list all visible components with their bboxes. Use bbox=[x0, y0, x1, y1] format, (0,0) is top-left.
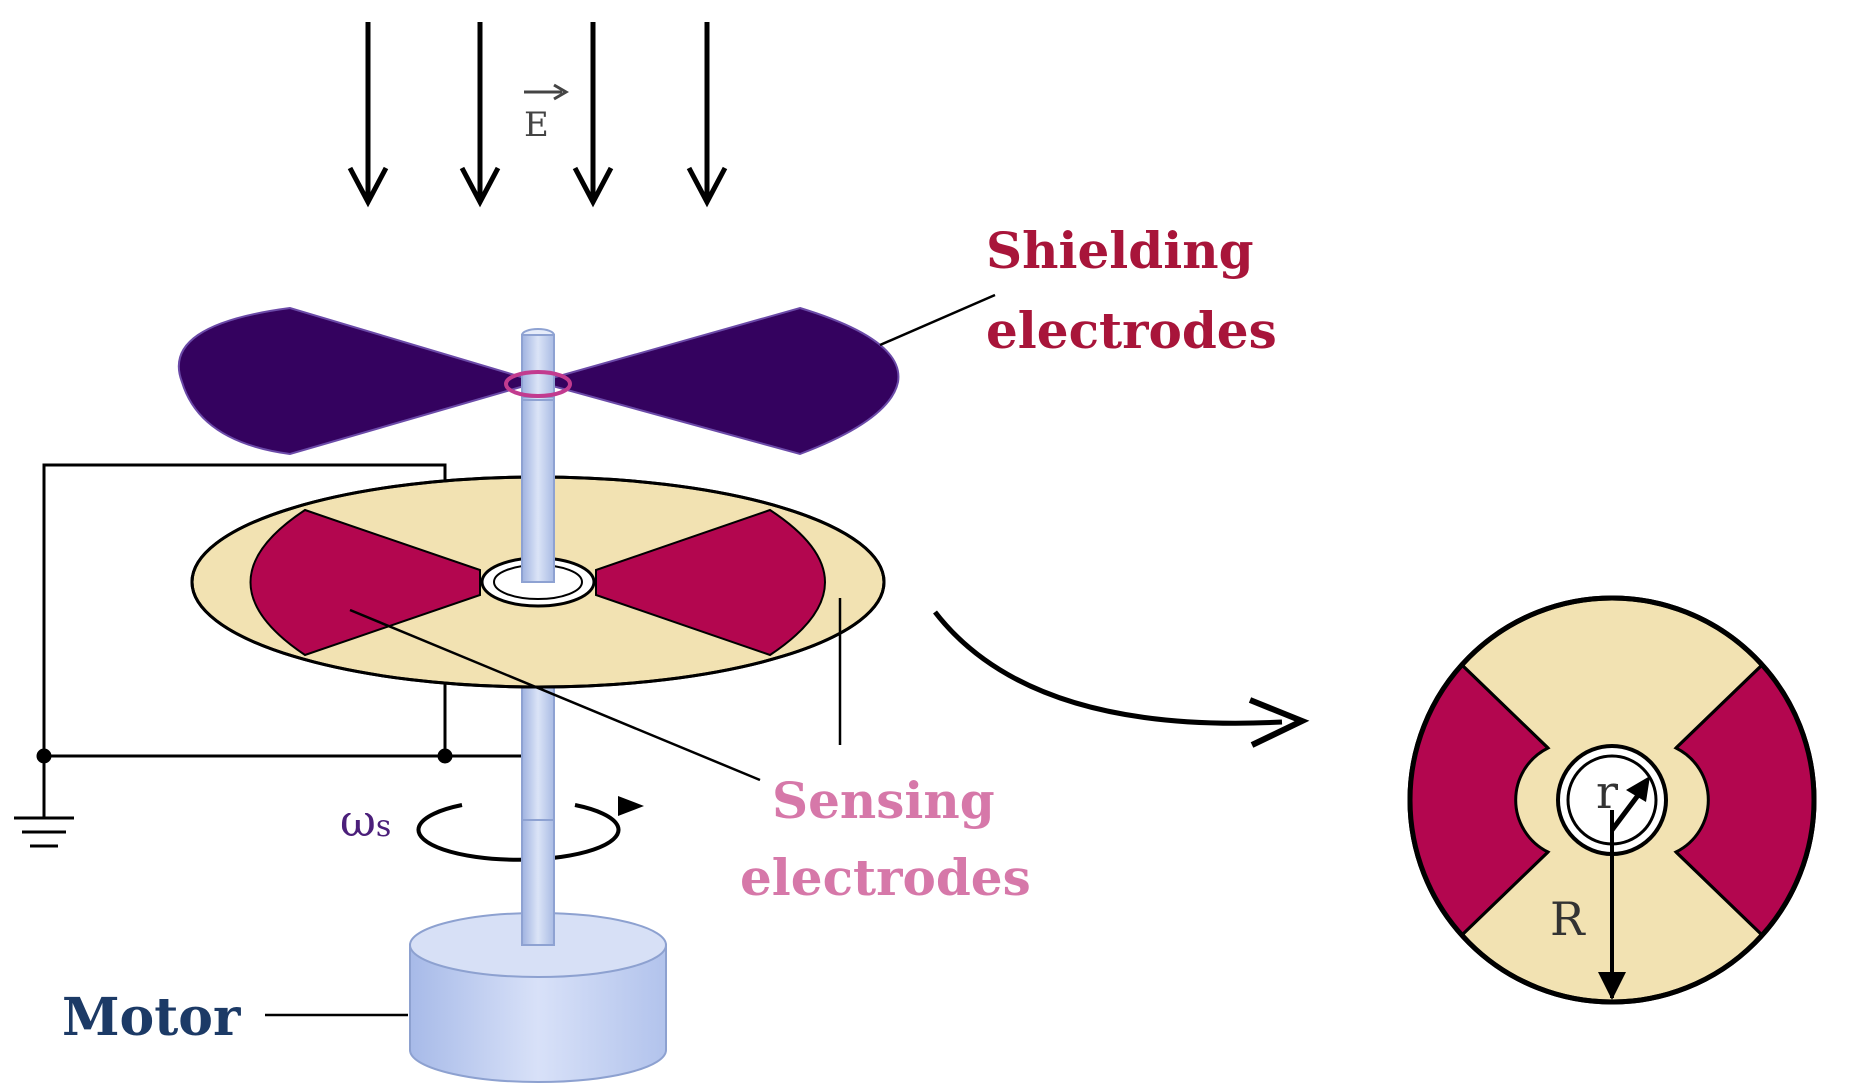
disk-top-view: r R bbox=[1407, 595, 1817, 1005]
inner-radius-label: r bbox=[1596, 765, 1618, 819]
shielding-blade-right bbox=[534, 306, 900, 456]
motor-label: Motor bbox=[62, 987, 241, 1048]
down-arrow-icon bbox=[572, 166, 614, 208]
ground-icon bbox=[14, 756, 74, 848]
sector-divider-ur bbox=[1674, 663, 1764, 750]
shielding-electrodes bbox=[177, 306, 900, 456]
electric-field-arrows: E bbox=[347, 22, 728, 208]
sensing-electrode-left bbox=[249, 508, 481, 657]
shield-hub-ring bbox=[504, 370, 572, 398]
wire-junction-right bbox=[437, 748, 453, 764]
down-arrow-icon bbox=[459, 166, 501, 208]
sensing-electrode-right bbox=[595, 508, 826, 657]
transition-arrow bbox=[933, 610, 1310, 748]
wiring bbox=[14, 463, 530, 848]
motor-body bbox=[409, 944, 667, 1083]
field-vector-arrowhead bbox=[553, 83, 569, 101]
sector-divider-lr bbox=[1674, 850, 1764, 937]
angular-speed-label: ωs bbox=[340, 796, 391, 847]
shielding-leader bbox=[879, 293, 996, 347]
shaft-through-disk bbox=[521, 399, 555, 583]
rotation-arrow-icon bbox=[416, 796, 644, 862]
down-arrow-icon bbox=[686, 166, 728, 208]
leader-lines bbox=[265, 293, 996, 1017]
field-symbol: E bbox=[524, 105, 549, 145]
sensing-label-line2: electrodes bbox=[740, 848, 1031, 907]
outer-radius-label: R bbox=[1550, 892, 1586, 946]
wire-top bbox=[42, 463, 447, 756]
shaft-over-shield bbox=[521, 334, 555, 398]
sector-divider-ul bbox=[1460, 663, 1550, 750]
top-view-outline bbox=[1407, 595, 1817, 1005]
shielding-label-line2: electrodes bbox=[986, 301, 1277, 360]
down-arrow-icon bbox=[347, 166, 389, 208]
inner-radius-line bbox=[1610, 788, 1644, 832]
sensing-leader-left bbox=[349, 608, 761, 782]
shielding-blade-left bbox=[177, 306, 542, 456]
inner-radius-arrowhead bbox=[1626, 776, 1650, 802]
outer-radius-arrowhead bbox=[1598, 972, 1626, 1000]
shaft-front-of-rotation bbox=[521, 819, 555, 946]
shielding-label-line1: Shielding bbox=[986, 221, 1254, 280]
motor bbox=[409, 912, 667, 1083]
sector-divider-ll bbox=[1460, 850, 1550, 937]
sensing-label-line1: Sensing bbox=[772, 771, 995, 830]
